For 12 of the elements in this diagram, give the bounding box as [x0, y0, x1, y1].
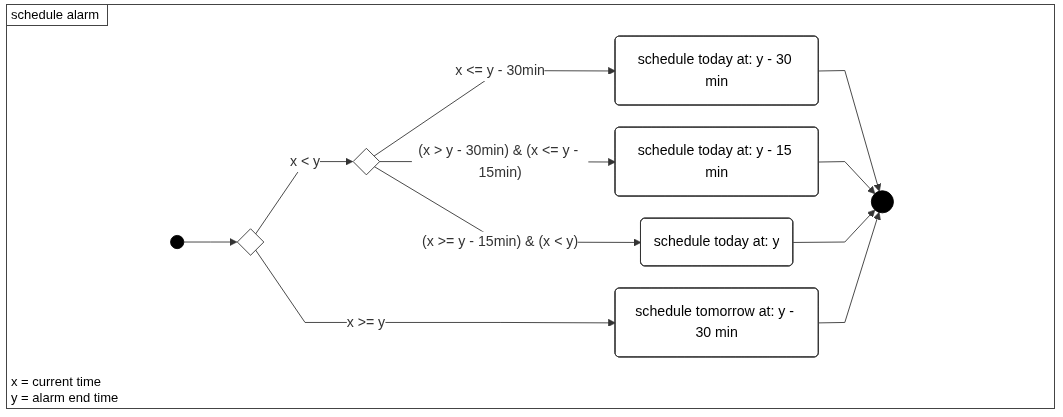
node-diamond	[236, 228, 265, 256]
edge-label: x <= y - 30min	[455, 62, 545, 78]
edge-label: x >= y	[346, 314, 386, 330]
note-text: y = alarm end time	[11, 390, 119, 406]
frame-title: schedule alarm	[7, 5, 109, 26]
node-circle	[170, 234, 185, 250]
edge-label: x < y	[289, 153, 321, 169]
note-text: x = current time	[11, 374, 101, 390]
node-circle	[870, 190, 894, 214]
edge-label: (x >= y - 15min) & (x < y)	[422, 234, 579, 250]
edge-label: (x > y - 30min) & (x <= y - 15min)	[418, 143, 579, 180]
node-diamond	[352, 147, 381, 176]
